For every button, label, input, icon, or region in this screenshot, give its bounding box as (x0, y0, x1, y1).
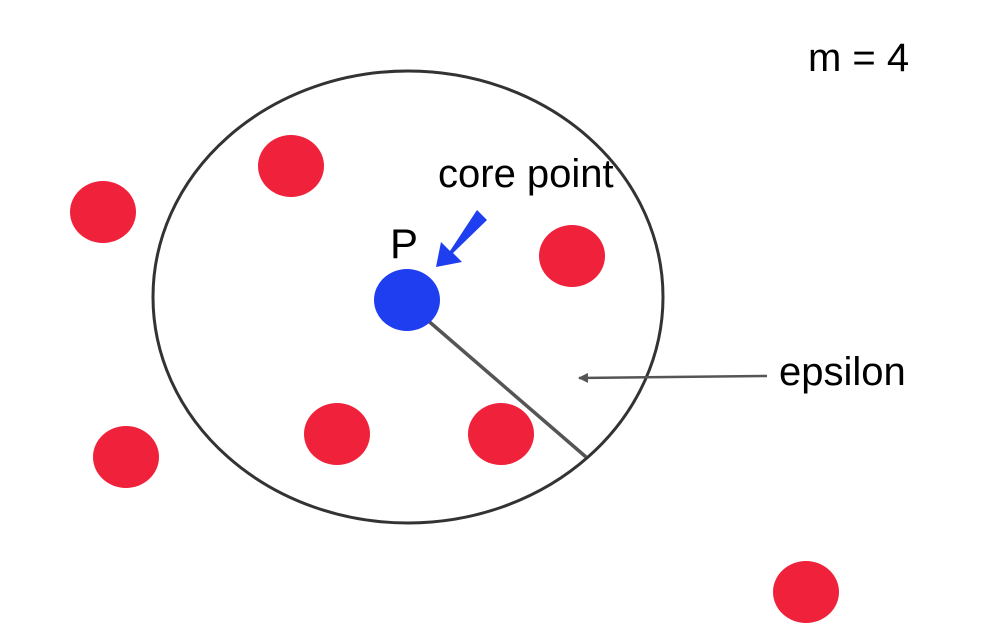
core-point-arrow (436, 210, 487, 267)
point-p-label: P (390, 220, 418, 267)
epsilon-label: epsilon (779, 350, 906, 394)
epsilon-arrow (578, 372, 768, 383)
neighbor-point (258, 135, 324, 197)
neighbor-point (468, 403, 534, 465)
epsilon-neighborhood-circle (151, 69, 665, 525)
epsilon-radius-line (423, 316, 588, 459)
neighbor-point (304, 403, 370, 465)
core-point-p (374, 269, 440, 331)
neighbor-point (773, 561, 839, 623)
neighbor-point (70, 181, 136, 243)
min-points-label: m = 4 (808, 36, 909, 80)
neighbor-point (93, 426, 159, 488)
neighbor-point (539, 225, 605, 287)
core-point-label: core point (438, 152, 614, 196)
